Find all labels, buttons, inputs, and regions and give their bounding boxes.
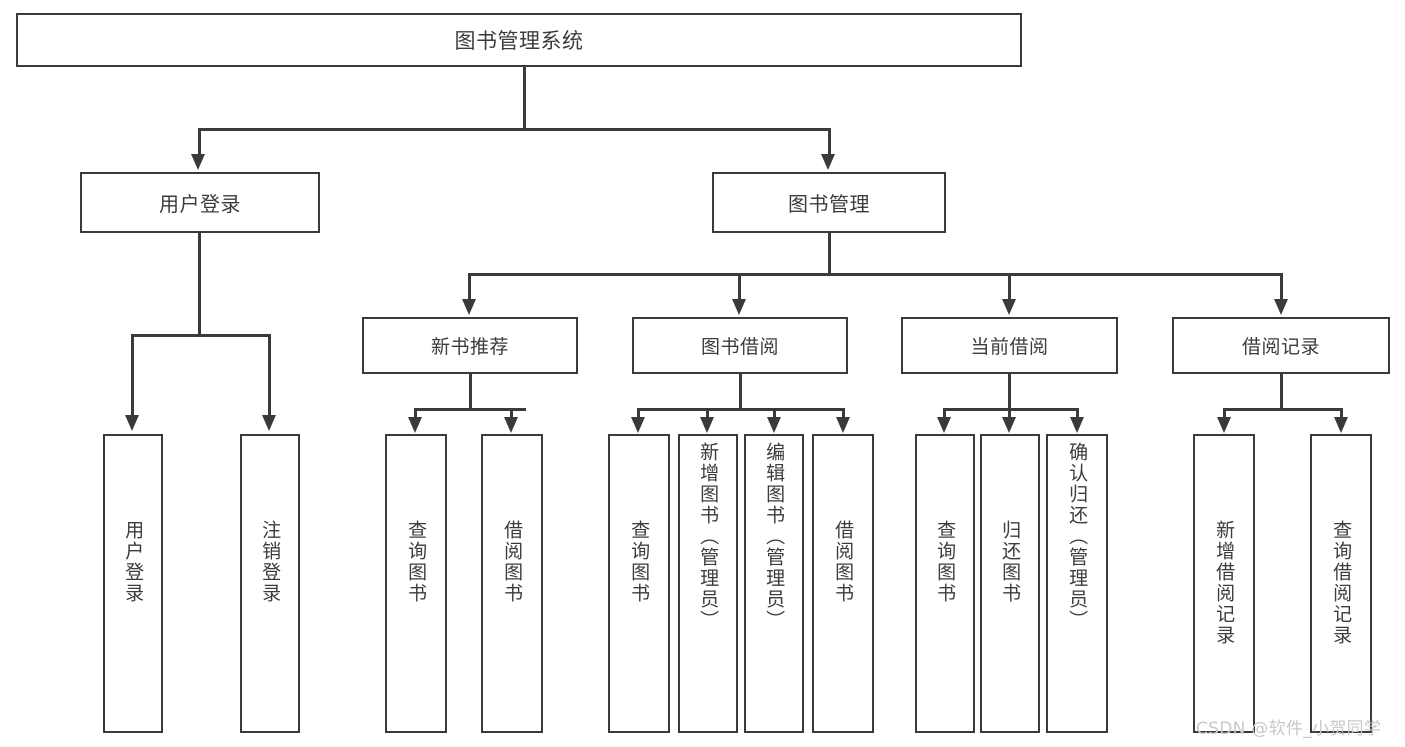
leaf-borrow-book[interactable]: 借阅图书 [812,434,874,733]
arrow-book-manage-c1 [462,299,476,315]
leaf-label: 查询图书 [628,520,651,604]
connector-root-to-user-login [198,128,201,156]
leaf-label: 新增借阅记录 [1213,520,1236,646]
leaf-label: 用户登录 [122,520,145,604]
connector-user-login-leaf-2 [268,334,271,418]
connector-user-login-leaf-1 [131,334,134,418]
leaf-label: 借阅图书 [832,520,855,604]
arrow-book-manage-c3 [1002,299,1016,315]
leaf-query-book-current[interactable]: 查询图书 [915,434,975,733]
node-label: 当前借阅 [970,336,1049,358]
leaf-label: 注销登录 [259,520,282,604]
connector-book-borrow-stem [739,374,742,410]
node-book-borrow[interactable]: 图书借阅 [632,317,848,374]
node-root-book-management-system[interactable]: 图书管理系统 [16,13,1022,67]
leaf-label: 查询图书 [934,520,957,604]
connector-book-borrow-leaf-1 [637,408,640,420]
connector-current-borrow-leaf-1 [943,408,946,420]
connector-book-manage-c1 [468,273,471,301]
arrow-root-to-user-login [191,154,205,170]
arrow-current-borrow-leaf-1 [937,417,951,433]
arrow-current-borrow-leaf-2 [1002,417,1016,433]
connector-new-book-bus [414,408,526,411]
leaf-label: 新增图书（管理员） [697,442,720,631]
connector-book-borrow-bus [637,408,845,411]
arrow-book-manage-c4 [1274,299,1288,315]
leaf-confirm-return-admin[interactable]: 确认归还（管理员） [1046,434,1108,733]
node-borrow-record[interactable]: 借阅记录 [1172,317,1390,374]
arrow-new-book-leaf-2 [504,417,518,433]
leaf-query-borrow-record[interactable]: 查询借阅记录 [1310,434,1372,733]
node-new-book-recommend[interactable]: 新书推荐 [362,317,578,374]
arrow-book-borrow-leaf-3 [767,417,781,433]
leaf-logout-login[interactable]: 注销登录 [240,434,300,733]
arrow-root-to-book-manage [821,154,835,170]
leaf-query-book-borrow[interactable]: 查询图书 [608,434,670,733]
connector-root-bus [198,128,830,131]
connector-book-manage-stem [828,233,831,275]
leaf-query-book-recommend[interactable]: 查询图书 [385,434,447,733]
leaf-label: 编辑图书（管理员） [763,442,786,631]
connector-user-login-stem [198,233,201,336]
arrow-borrow-record-leaf-1 [1217,417,1231,433]
connector-current-borrow-leaf-2 [1008,408,1011,420]
leaf-add-book-admin[interactable]: 新增图书（管理员） [678,434,738,733]
connector-book-borrow-leaf-4 [842,408,845,420]
node-current-borrow[interactable]: 当前借阅 [901,317,1118,374]
connector-book-manage-bus [468,273,1280,276]
node-label: 借阅记录 [1241,336,1320,358]
arrow-book-manage-c2 [732,299,746,315]
connector-borrow-record-leaf-2 [1340,408,1343,420]
connector-new-book-stem [469,374,472,410]
connector-root-to-book-manage [828,128,831,156]
arrow-new-book-leaf-1 [408,417,422,433]
arrow-current-borrow-leaf-3 [1070,417,1084,433]
arrow-book-borrow-leaf-1 [631,417,645,433]
leaf-user-login[interactable]: 用户登录 [103,434,163,733]
connector-new-book-leaf-2 [510,408,513,420]
connector-book-manage-c4 [1280,273,1283,301]
connector-current-borrow-leaf-3 [1076,408,1079,420]
leaf-label: 确认归还（管理员） [1066,442,1089,631]
connector-borrow-record-stem [1280,374,1283,410]
leaf-borrow-book-recommend[interactable]: 借阅图书 [481,434,543,733]
connector-book-borrow-leaf-2 [706,408,709,420]
connector-borrow-record-leaf-1 [1223,408,1226,420]
node-label: 新书推荐 [430,336,509,358]
leaf-add-borrow-record[interactable]: 新增借阅记录 [1193,434,1255,733]
node-book-management[interactable]: 图书管理 [712,172,946,233]
connector-current-borrow-stem [1008,374,1011,410]
node-label: 用户登录 [159,192,241,216]
connector-new-book-leaf-1 [414,408,417,420]
connector-borrow-record-bus [1223,408,1342,411]
leaf-label: 归还图书 [999,520,1022,604]
arrow-user-login-leaf-2 [262,415,276,431]
arrow-user-login-leaf-1 [125,415,139,431]
arrow-borrow-record-leaf-2 [1334,417,1348,433]
arrow-book-borrow-leaf-4 [836,417,850,433]
connector-root-stem [523,67,526,129]
connector-book-manage-c2 [738,273,741,301]
node-user-login[interactable]: 用户登录 [80,172,320,233]
connector-book-manage-c3 [1008,273,1011,301]
leaf-label: 查询借阅记录 [1330,520,1353,646]
arrow-book-borrow-leaf-2 [700,417,714,433]
connector-user-login-bus [131,334,268,337]
leaf-label: 查询图书 [405,520,428,604]
connector-book-borrow-leaf-3 [773,408,776,420]
leaf-return-book[interactable]: 归还图书 [980,434,1040,733]
node-label: 图书管理系统 [454,29,584,53]
leaf-edit-book-admin[interactable]: 编辑图书（管理员） [744,434,804,733]
node-label: 图书借阅 [700,336,779,358]
node-label: 图书管理 [788,192,870,216]
leaf-label: 借阅图书 [501,520,524,604]
